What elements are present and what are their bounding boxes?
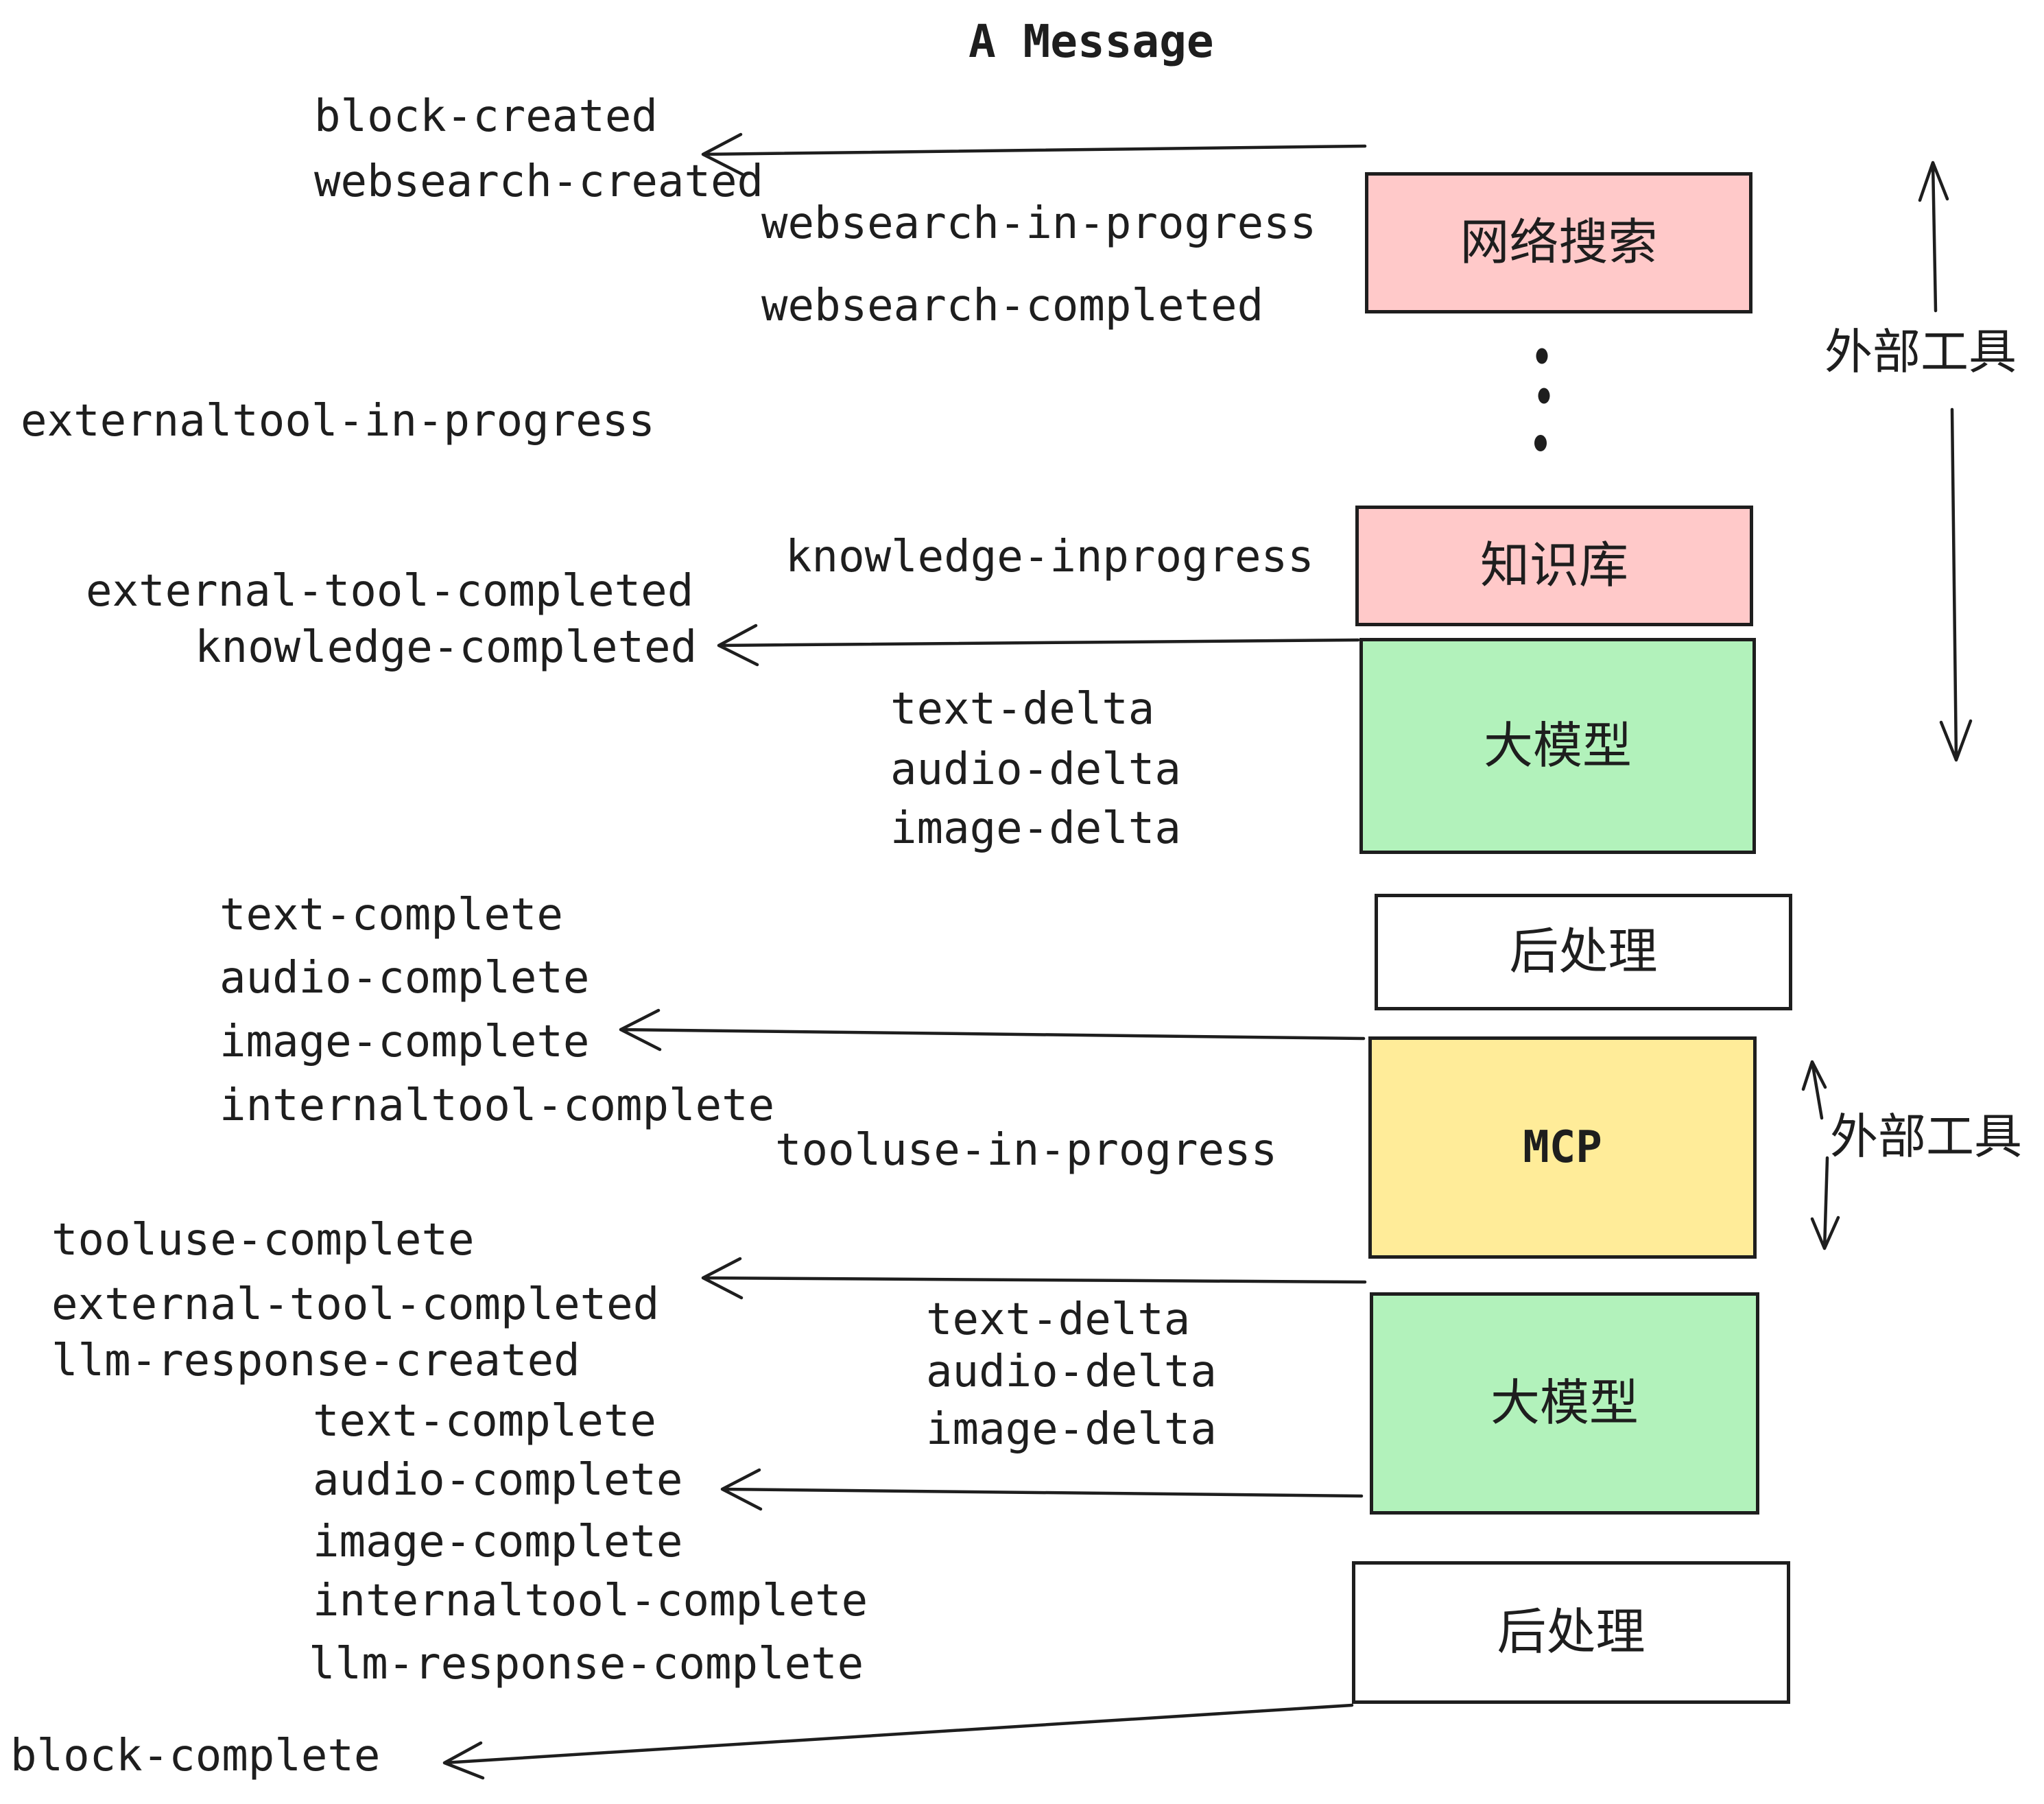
box-knowledge-label: 知识库 xyxy=(1479,538,1628,593)
external-tools-down-arrow-1 xyxy=(1939,407,1973,762)
external-tools-label-1: 外部工具 xyxy=(1825,325,2017,379)
event-audio-delta-1: audio-delta xyxy=(890,744,1181,795)
arrow-to-block-created xyxy=(701,132,1367,176)
event-image-delta-1: image-delta xyxy=(890,803,1181,854)
arrow-to-tooluse-complete xyxy=(701,1257,1367,1300)
event-llm-response-complete: llm-response-complete xyxy=(309,1639,864,1689)
external-tools-up-arrow-1 xyxy=(1918,161,1949,313)
event-text-complete-2: text-complete xyxy=(313,1396,656,1447)
arrow-to-image-complete xyxy=(619,1008,1366,1052)
box-postprocess-2: 后处理 xyxy=(1352,1561,1790,1704)
event-external-tool-completed-2: external-tool-completed xyxy=(51,1279,660,1330)
event-websearch-completed: websearch-completed xyxy=(761,281,1264,331)
arrow-to-knowledge-completed xyxy=(717,624,1360,667)
box-llm-2-label: 大模型 xyxy=(1490,1376,1639,1431)
event-text-delta-1: text-delta xyxy=(890,684,1155,735)
box-llm-2: 大模型 xyxy=(1370,1292,1759,1515)
ellipsis-dots xyxy=(1534,348,1550,451)
event-internaltool-complete-2: internaltool-complete xyxy=(313,1576,868,1626)
arrow-to-audio-complete xyxy=(720,1468,1364,1511)
event-websearch-in-progress: websearch-in-progress xyxy=(761,198,1317,249)
event-audio-complete-1: audio-complete xyxy=(219,953,590,1004)
arrow-to-block-complete xyxy=(442,1703,1354,1780)
event-websearch-created: websearch-created xyxy=(314,156,764,207)
event-block-created: block-created xyxy=(314,91,658,142)
event-tooluse-complete: tooluse-complete xyxy=(51,1215,475,1266)
event-image-complete-2: image-complete xyxy=(313,1517,683,1567)
box-mcp: MCP xyxy=(1368,1036,1757,1259)
external-tools-label-2: 外部工具 xyxy=(1830,1110,2022,1163)
event-text-complete-1: text-complete xyxy=(219,890,563,940)
event-audio-complete-2: audio-complete xyxy=(313,1455,683,1506)
event-tooluse-in-progress: tooluse-in-progress xyxy=(775,1125,1278,1176)
event-internaltool-complete-1: internaltool-complete xyxy=(219,1080,775,1131)
event-external-tool-completed-1: external-tool-completed xyxy=(86,566,694,617)
external-tools-up-arrow-2 xyxy=(1801,1060,1827,1120)
event-knowledge-completed: knowledge-completed xyxy=(195,622,698,673)
event-llm-response-created: llm-response-created xyxy=(51,1336,580,1386)
event-externaltool-in-progress: externaltool-in-progress xyxy=(21,396,655,447)
box-mcp-label: MCP xyxy=(1523,1122,1602,1173)
event-audio-delta-2: audio-delta xyxy=(926,1346,1217,1397)
event-image-delta-2: image-delta xyxy=(926,1404,1217,1455)
box-llm-1-label: 大模型 xyxy=(1483,718,1632,774)
box-postprocess-2-label: 后处理 xyxy=(1497,1605,1645,1660)
event-block-complete: block-complete xyxy=(10,1731,381,1781)
event-text-delta-2: text-delta xyxy=(926,1294,1191,1345)
box-websearch: 网络搜索 xyxy=(1365,172,1752,313)
event-knowledge-inprogress: knowledge-inprogress xyxy=(785,532,1314,582)
external-tools-down-arrow-2 xyxy=(1810,1156,1840,1250)
box-websearch-label: 网络搜索 xyxy=(1460,215,1658,270)
box-postprocess-1: 后处理 xyxy=(1375,894,1792,1010)
diagram-title: A Message xyxy=(968,15,1214,68)
event-image-complete-1: image-complete xyxy=(219,1017,590,1067)
box-knowledge: 知识库 xyxy=(1355,506,1753,626)
box-postprocess-1-label: 后处理 xyxy=(1509,925,1658,980)
box-llm-1: 大模型 xyxy=(1359,638,1756,854)
